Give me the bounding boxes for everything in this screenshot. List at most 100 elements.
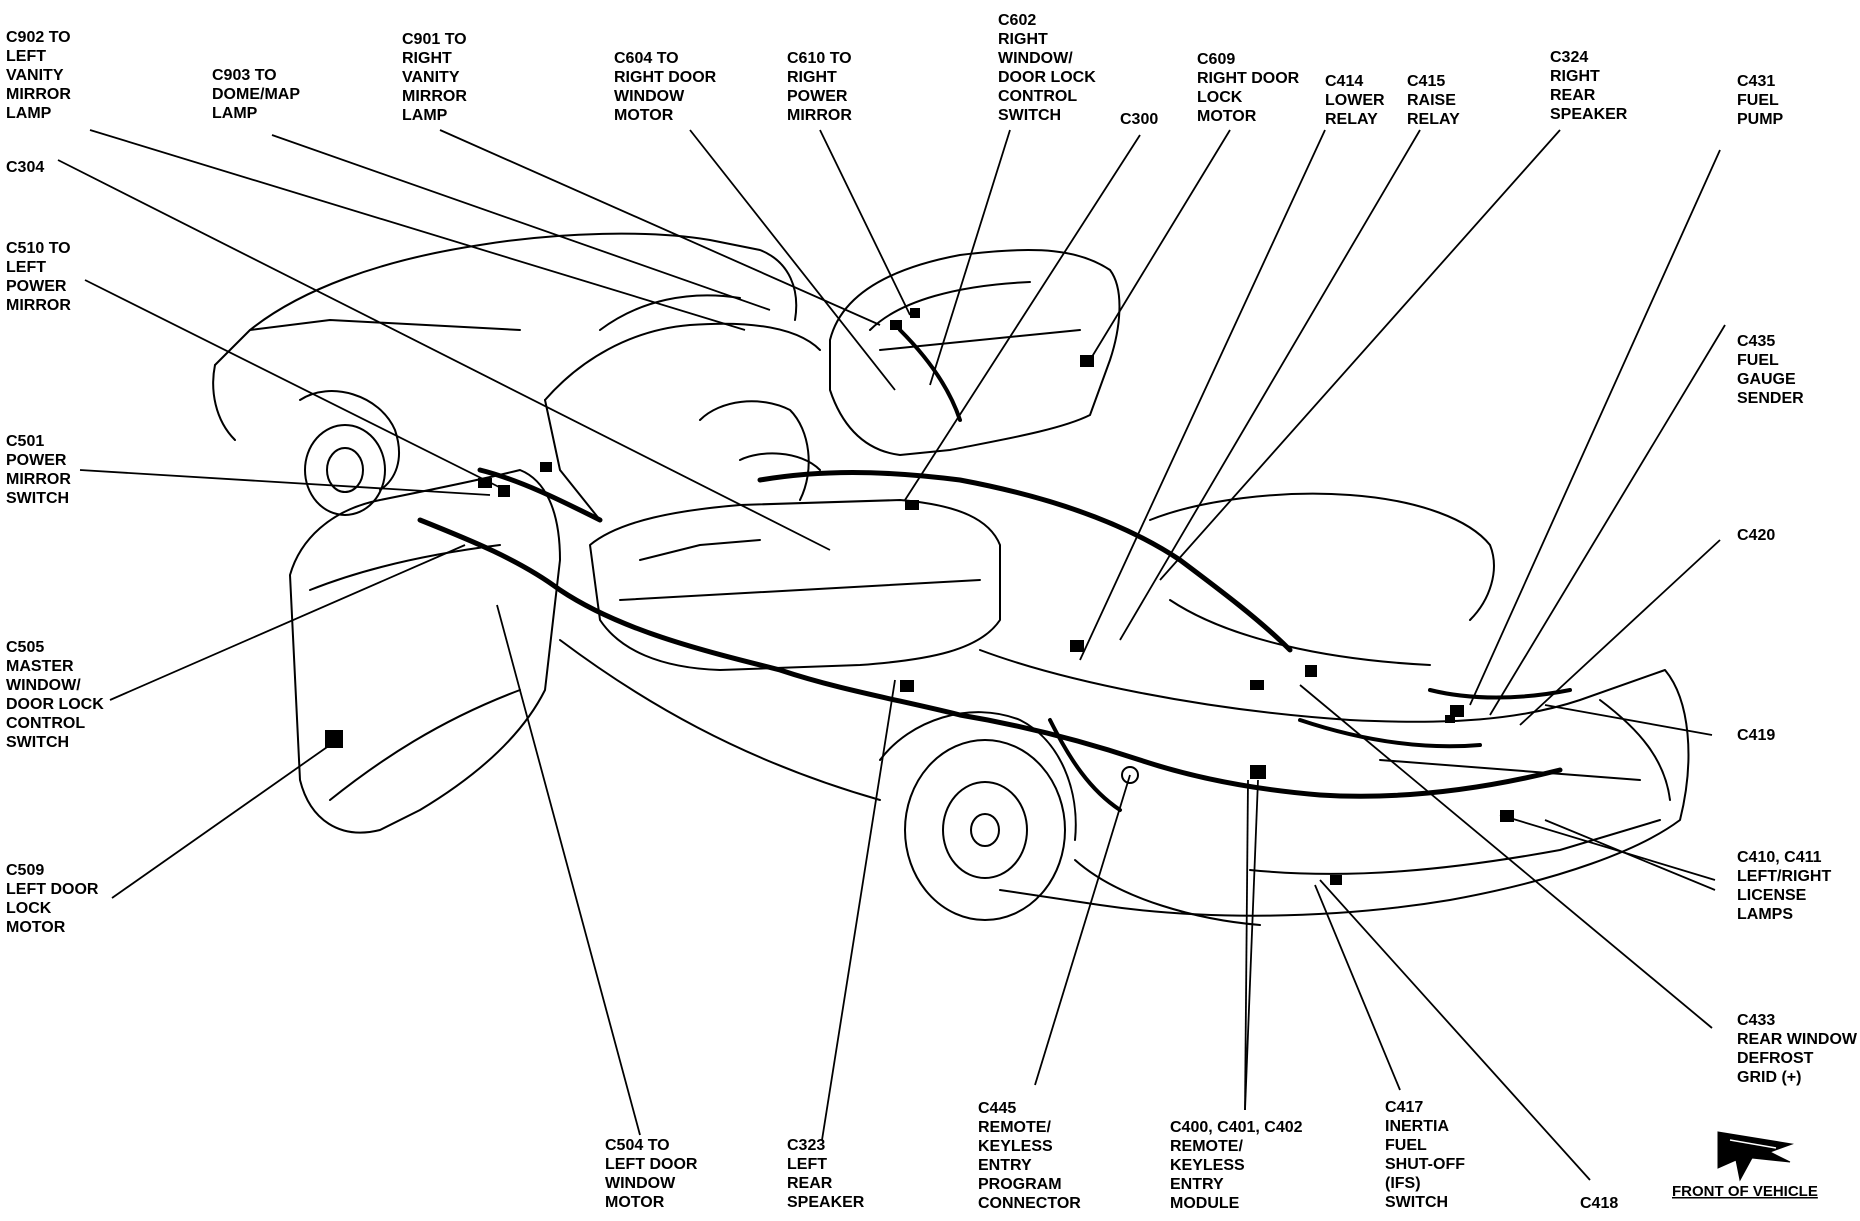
- leader-c304: [57, 159, 831, 551]
- label-line: C901 TO: [402, 31, 467, 48]
- vehicle-hood: [249, 232, 798, 331]
- label-line: C400, C401, C402: [1170, 1119, 1303, 1136]
- label-line: C445: [978, 1100, 1016, 1117]
- leader-c609: [1089, 129, 1231, 361]
- label-line: C435: [1737, 333, 1775, 350]
- vehicle-left-rear-wheel: [879, 711, 1077, 841]
- label-line: LEFT: [6, 259, 46, 276]
- label-line: RIGHT: [998, 31, 1048, 48]
- label-line: LOWER: [1325, 92, 1385, 109]
- leader-c417: [1314, 884, 1401, 1091]
- label-line: DEFROST: [1737, 1050, 1814, 1067]
- label-line: MASTER: [6, 658, 74, 675]
- label-line: MODULE: [1170, 1195, 1240, 1212]
- label-line: LAMP: [402, 107, 448, 124]
- leader-c323: [821, 679, 896, 1141]
- label-line: INERTIA: [1385, 1118, 1449, 1135]
- vehicle-right-door: [829, 249, 1121, 456]
- leader-c509: [111, 744, 331, 899]
- label-line: C903 TO: [212, 67, 277, 84]
- label-c419: C419: [1737, 727, 1775, 744]
- label-line: SHUT-OFF: [1385, 1156, 1465, 1173]
- label-line: KEYLESS: [1170, 1157, 1245, 1174]
- leader-c504: [496, 604, 641, 1136]
- label-line: C417: [1385, 1099, 1423, 1116]
- direction-arrow-icon: [1717, 1131, 1794, 1182]
- leader-c445: [1034, 774, 1131, 1086]
- label-line: SWITCH: [6, 734, 69, 751]
- label-line: LAMP: [212, 105, 258, 122]
- vehicle-trunk: [1149, 492, 1495, 621]
- label-line: POWER: [787, 88, 848, 105]
- label-line: WINDOW/: [998, 50, 1073, 67]
- label-line: (IFS): [1385, 1175, 1421, 1192]
- label-line: C419: [1737, 727, 1775, 744]
- label-line: C610 TO: [787, 50, 852, 67]
- label-line: DOOR LOCK: [6, 696, 104, 713]
- label-line: VANITY: [402, 69, 460, 86]
- label-line: ENTRY: [1170, 1176, 1224, 1193]
- label-line: MIRROR: [6, 297, 71, 314]
- label-line: RIGHT: [787, 69, 837, 86]
- label-line: C418: [1580, 1195, 1618, 1212]
- vehicle-illustration: [212, 232, 1690, 926]
- label-line: C414: [1325, 73, 1363, 90]
- label-c300: C300: [1120, 111, 1158, 128]
- label-line: VANITY: [6, 67, 64, 84]
- label-line: C602: [998, 12, 1036, 29]
- label-line: FUEL: [1737, 92, 1779, 109]
- label-line: CONTROL: [6, 715, 85, 732]
- label-line: C433: [1737, 1012, 1775, 1029]
- label-line: RIGHT DOOR: [1197, 70, 1300, 87]
- label-line: LAMP: [6, 105, 52, 122]
- label-line: POWER: [6, 278, 67, 295]
- label-line: CONTROL: [998, 88, 1077, 105]
- label-line: C304: [6, 159, 44, 176]
- leader-c505: [109, 544, 466, 701]
- label-line: LEFT DOOR: [6, 881, 99, 898]
- label-line: C415: [1407, 73, 1445, 90]
- label-line: DOME/MAP: [212, 86, 300, 103]
- label-line: LICENSE: [1737, 887, 1807, 904]
- leader-c418: [1319, 879, 1591, 1181]
- leader-c414: [1079, 129, 1326, 661]
- leader-c604: [689, 129, 896, 391]
- label-line: POWER: [6, 452, 67, 469]
- label-line: SPEAKER: [787, 1194, 865, 1211]
- vehicle-front-fascia: [214, 319, 521, 366]
- label-line: MIRROR: [402, 88, 467, 105]
- label-line: SWITCH: [6, 490, 69, 507]
- leader-lines: [57, 129, 1726, 1181]
- label-line: C501: [6, 433, 44, 450]
- leader-c400a: [1244, 779, 1249, 1111]
- vehicle-rear-bumper: [1249, 819, 1661, 875]
- label-line: SWITCH: [1385, 1194, 1448, 1211]
- label-line: C505: [6, 639, 44, 656]
- label-line: CONNECTOR: [978, 1195, 1081, 1212]
- label-line: SWITCH: [998, 107, 1061, 124]
- vehicle-rear-body: [979, 649, 1690, 917]
- label-line: C323: [787, 1137, 825, 1154]
- leader-c435: [1489, 324, 1726, 716]
- label-line: RIGHT DOOR: [614, 69, 717, 86]
- label-line: GAUGE: [1737, 371, 1796, 388]
- leader-c324: [1159, 129, 1561, 581]
- label-line: C420: [1737, 527, 1775, 544]
- label-line: LAMPS: [1737, 906, 1793, 923]
- label-line: SPEAKER: [1550, 106, 1628, 123]
